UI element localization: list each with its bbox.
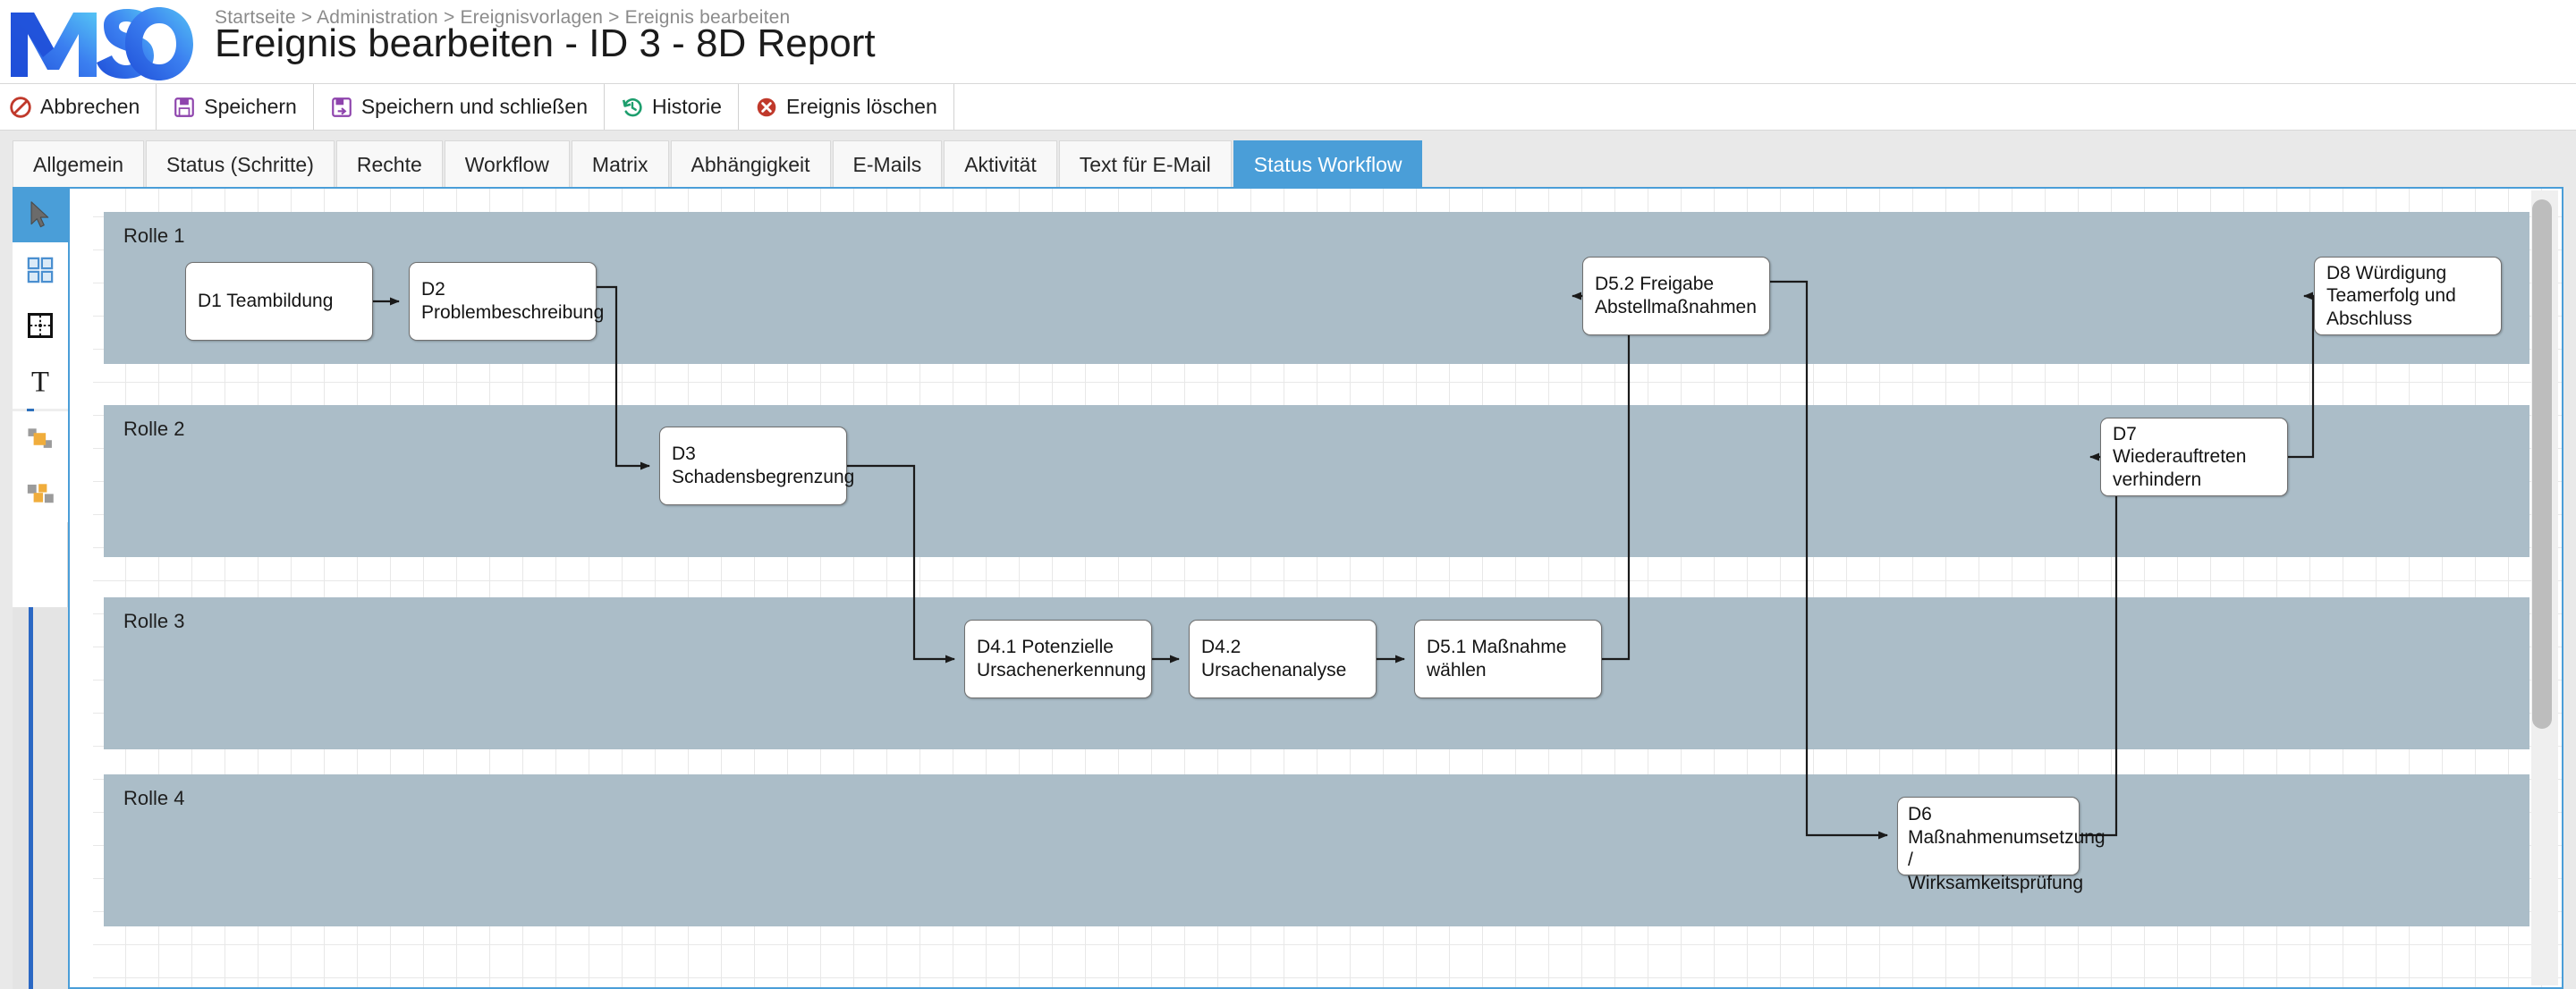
diagram-canvas[interactable]: Rolle 1 Rolle 2 Rolle 3 Rolle 4 (70, 189, 2562, 987)
node-d42[interactable]: D4.2 Ursachenanalyse (1189, 620, 1377, 698)
mso-logo[interactable] (7, 2, 199, 82)
canvas-left-gutter (70, 189, 93, 987)
canvas-vertical-scrollbar-thumb[interactable] (2532, 199, 2552, 729)
breadcrumb[interactable]: Startseite > Administration > Ereignisvo… (215, 7, 791, 28)
workflow-editor: T Rolle 1 (0, 187, 2576, 989)
delete-event-button-label: Ereignis löschen (785, 95, 937, 118)
tab-text-fuer-email[interactable]: Text für E-Mail (1058, 140, 1232, 187)
lane-label-rolle-2: Rolle 2 (123, 418, 185, 440)
diagram-canvas-frame: Rolle 1 Rolle 2 Rolle 3 Rolle 4 (68, 187, 2563, 989)
node-d3[interactable]: D3 Schadensbegrenzung (659, 427, 854, 505)
node-d1-label: D1 Teambildung (198, 291, 334, 312)
tab-status-schritte[interactable]: Status (Schritte) (146, 140, 335, 187)
floppy-disk-icon (174, 97, 195, 117)
tab-emails[interactable]: E-Mails (832, 140, 943, 187)
scatter-tool[interactable] (13, 467, 68, 522)
panel-splitter-handle[interactable] (29, 607, 33, 989)
node-d1[interactable]: D1 Teambildung (185, 262, 373, 341)
page-header: Startseite > Administration > Ereignisvo… (0, 0, 2576, 83)
node-d7-label: D7 Wiederauftreten verhindern (2113, 423, 2247, 490)
svg-text:T: T (31, 366, 49, 396)
lane-label-rolle-4: Rolle 4 (123, 787, 185, 809)
rail-lower-panel (13, 607, 68, 989)
save-and-close-button[interactable]: Speichern und schließen (314, 84, 605, 130)
rail-divider (13, 409, 68, 411)
crosshair-frame-icon (28, 313, 53, 338)
cursor-arrow-icon (30, 201, 49, 228)
tab-matrix[interactable]: Matrix (571, 140, 669, 187)
node-d51[interactable]: D5.1 Maßnahme wählen (1414, 620, 1602, 698)
node-d51-label: D5.1 Maßnahme wählen (1427, 637, 1567, 680)
node-d2[interactable]: D2 Problembeschreibung (409, 262, 604, 341)
pointer-tool[interactable] (13, 187, 68, 242)
tab-bar: Allgemein Status (Schritte) Rechte Workf… (0, 131, 2576, 187)
history-clock-icon (622, 97, 642, 116)
tab-abhaengigkeit[interactable]: Abhängigkeit (670, 140, 831, 187)
edge-d52-d6 (1770, 280, 1888, 840)
canvas-vertical-scrollbar-track[interactable] (2531, 190, 2558, 985)
cancel-circle-icon (10, 96, 31, 118)
cancel-button-label: Abbrechen (40, 95, 140, 118)
node-d7[interactable]: D7 Wiederauftreten verhindern (2100, 418, 2288, 496)
page-title: Ereignis bearbeiten - ID 3 - 8D Report (215, 21, 876, 65)
lane-rolle-4[interactable]: Rolle 4 (104, 774, 2529, 926)
node-d8-label: D8 Würdigung Teamerfolg und Abschluss (2326, 262, 2456, 329)
group-tool[interactable] (13, 411, 68, 467)
tab-rechte[interactable]: Rechte (335, 140, 443, 187)
lane-label-rolle-3: Rolle 3 (123, 610, 185, 632)
delete-event-button[interactable]: Ereignis löschen (739, 84, 954, 130)
save-button-label: Speichern (204, 95, 297, 118)
tab-aktivitaet[interactable]: Aktivität (944, 140, 1057, 187)
lane-label-rolle-1: Rolle 1 (123, 224, 185, 247)
node-d8[interactable]: D8 Würdigung Teamerfolg und Abschluss (2314, 257, 2502, 335)
tab-allgemein[interactable]: Allgemein (13, 140, 144, 187)
node-d52-label: D5.2 Freigabe Abstellmaßnahmen (1595, 274, 1757, 317)
save-and-close-button-label: Speichern und schließen (360, 95, 588, 118)
action-toolbar: Abbrechen Speichern Speichern und schlie… (0, 83, 2576, 131)
text-tool[interactable]: T (13, 353, 68, 409)
node-d52[interactable]: D5.2 Freigabe Abstellmaßnahmen (1582, 257, 1770, 335)
node-d6-label: D6 Maßnahmenumsetzung / Wirksamkeitsprüf… (1908, 804, 2106, 893)
history-button-label: Historie (652, 95, 722, 118)
tab-workflow[interactable]: Workflow (444, 140, 570, 187)
cancel-button[interactable]: Abbrechen (0, 84, 157, 130)
node-d2-label: D2 Problembeschreibung (421, 279, 605, 323)
node-d6[interactable]: D6 Maßnahmenumsetzung / Wirksamkeitsprüf… (1897, 797, 2106, 893)
save-button[interactable]: Speichern (157, 84, 314, 130)
container-tool[interactable] (13, 298, 68, 353)
history-button[interactable]: Historie (605, 84, 739, 130)
tab-status-workflow[interactable]: Status Workflow (1233, 140, 1423, 187)
node-d3-label: D3 Schadensbegrenzung (672, 444, 855, 487)
node-d42-label: D4.2 Ursachenanalyse (1201, 637, 1347, 680)
text-t-icon: T (31, 366, 49, 396)
node-d41-label: D4.1 Potenzielle Ursachenerkennung (977, 637, 1147, 680)
scatter-shapes-icon (27, 484, 54, 503)
four-squares-icon (27, 257, 54, 283)
save-and-close-icon (331, 97, 352, 117)
shapes-tool[interactable] (13, 242, 68, 298)
delete-x-icon (757, 97, 776, 116)
group-shapes-icon (28, 428, 52, 448)
mso-logo-icon (11, 7, 193, 80)
node-d41[interactable]: D4.1 Potenzielle Ursachenerkennung (964, 620, 1152, 698)
